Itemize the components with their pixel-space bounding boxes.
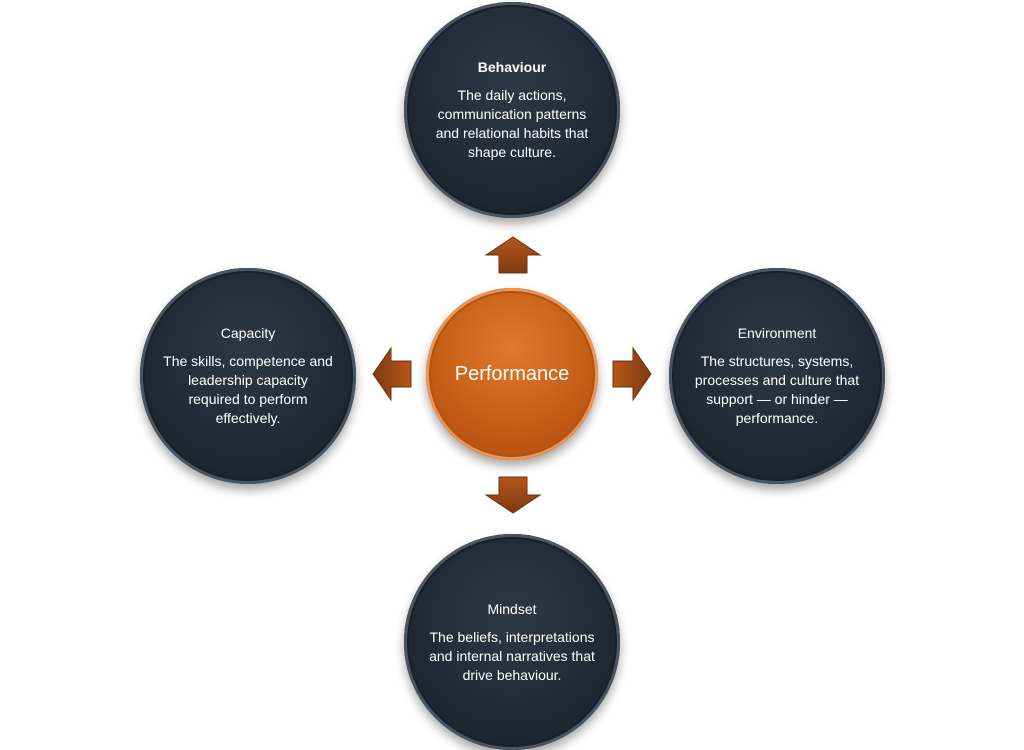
center-performance-label: Performance <box>454 362 570 385</box>
node-behaviour: Behaviour The daily actions, communicati… <box>404 2 620 218</box>
arrow-right-icon <box>612 346 652 402</box>
node-environment-title: Environment <box>737 325 817 341</box>
node-behaviour-title: Behaviour <box>477 59 547 75</box>
node-capacity: Capacity The skills, competence and lead… <box>140 268 356 484</box>
node-capacity-title: Capacity <box>220 325 276 341</box>
node-mindset-title: Mindset <box>487 600 537 617</box>
node-mindset-description: The beliefs, interpretations and interna… <box>429 628 595 683</box>
arrow-down-icon <box>484 476 542 514</box>
node-environment-description: The structures, systems, processes and c… <box>694 353 860 426</box>
node-environment: Environment The structures, systems, pro… <box>669 268 885 484</box>
node-capacity-description: The skills, competence and leadership ca… <box>163 353 333 426</box>
node-behaviour-description: The daily actions, communication pattern… <box>435 87 589 160</box>
arrow-left-icon <box>372 346 412 402</box>
center-performance: Performance <box>426 288 598 460</box>
arrow-up-icon <box>484 236 542 274</box>
node-mindset: Mindset The beliefs, interpretations and… <box>404 534 620 750</box>
